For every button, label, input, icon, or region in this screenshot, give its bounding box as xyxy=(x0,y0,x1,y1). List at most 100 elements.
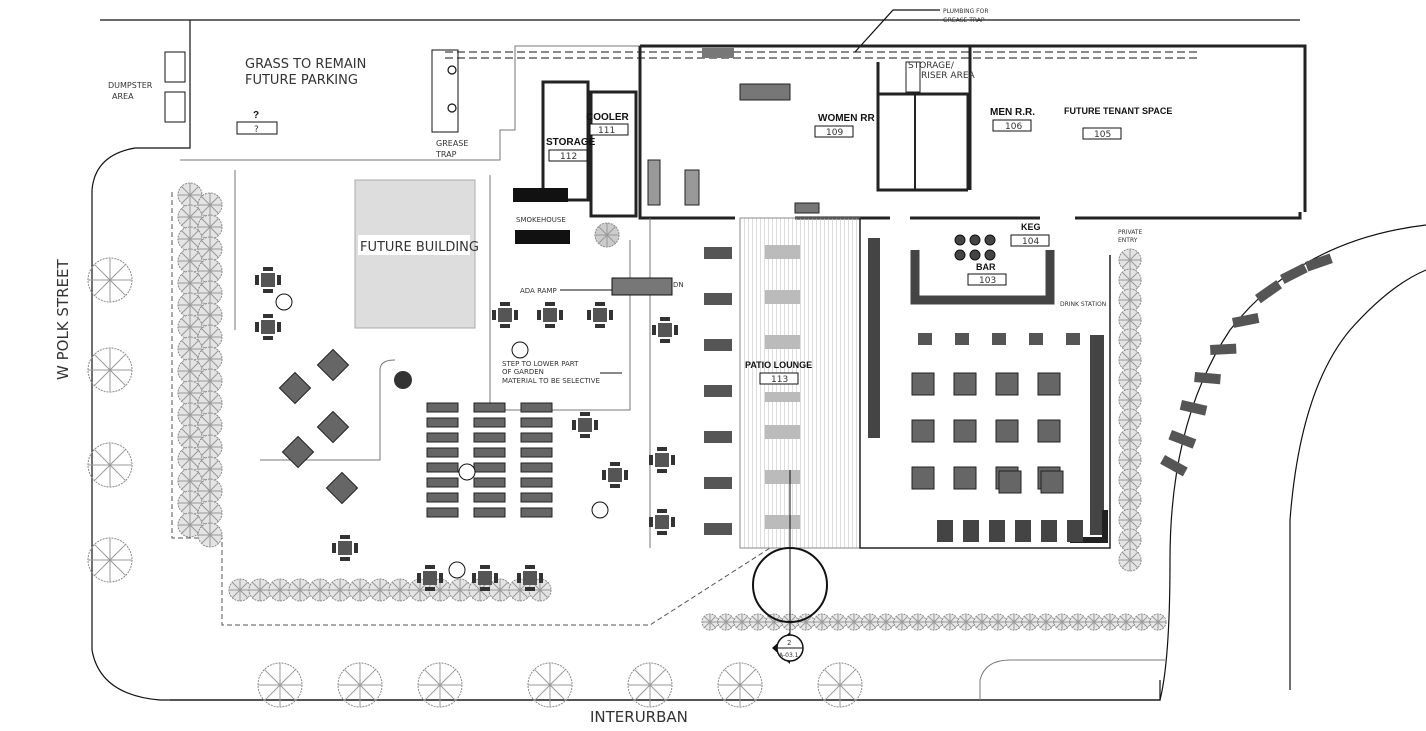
tree-icon xyxy=(861,613,879,631)
tree-icon xyxy=(177,424,203,450)
chair xyxy=(537,310,541,320)
tree-icon xyxy=(1118,368,1142,392)
tree-branch xyxy=(869,621,877,629)
tree-branch xyxy=(189,340,199,350)
tree-branch xyxy=(181,274,191,284)
plumbing-note: PLUMBING FOR xyxy=(943,8,989,15)
dining-set xyxy=(332,535,358,561)
tree-branch xyxy=(831,615,839,623)
chair xyxy=(657,447,667,451)
tree-branch xyxy=(1151,615,1159,623)
tree-branch xyxy=(824,669,841,686)
tree-icon xyxy=(488,578,512,602)
tree-branch xyxy=(181,326,191,336)
tree-icon xyxy=(197,478,223,504)
tree-branch xyxy=(1121,499,1131,509)
tree-branch xyxy=(439,684,456,701)
booth-seat xyxy=(1041,520,1057,542)
chair xyxy=(649,455,653,465)
tree-branch xyxy=(1039,621,1047,629)
tree-branch xyxy=(853,621,861,629)
tree-branch xyxy=(1129,271,1139,281)
tree-branch xyxy=(201,490,211,500)
tree-icon xyxy=(1101,613,1119,631)
tree-branch xyxy=(181,502,191,512)
tree-branch xyxy=(411,581,421,591)
chair xyxy=(277,322,281,332)
tree-branch xyxy=(933,621,941,629)
tree-branch xyxy=(949,615,957,623)
tree-branch xyxy=(863,615,871,623)
dining-set xyxy=(572,412,598,438)
lounge-sofa xyxy=(704,523,732,535)
section-sheet: A-03.1 xyxy=(779,652,799,659)
chair xyxy=(480,565,490,569)
table xyxy=(543,308,557,322)
tree-branch xyxy=(109,279,126,296)
chair xyxy=(500,302,510,306)
tree-icon xyxy=(1118,288,1142,312)
tree-icon xyxy=(1005,613,1023,631)
ada-ramp-label: ADA RAMP xyxy=(520,287,557,295)
tree-icon xyxy=(417,662,463,708)
tree-branch xyxy=(181,216,191,226)
tree-branch xyxy=(371,589,381,599)
square-table xyxy=(995,419,1019,443)
tree-branch xyxy=(1103,615,1111,623)
tree-branch xyxy=(351,589,361,599)
tree-icon xyxy=(87,347,133,393)
tree-icon xyxy=(197,236,223,262)
chair xyxy=(671,517,675,527)
chair xyxy=(263,336,273,340)
tree-branch xyxy=(1013,615,1021,623)
tree-branch xyxy=(1129,431,1139,441)
bench xyxy=(473,477,506,488)
tree-branch xyxy=(1121,411,1131,421)
tree-branch xyxy=(1129,299,1139,309)
bench xyxy=(473,447,506,458)
tree-branch xyxy=(491,581,501,591)
tree-branch xyxy=(181,252,191,262)
lounge-table xyxy=(765,515,800,529)
tree-branch xyxy=(209,372,219,382)
chair xyxy=(624,470,628,480)
lounge-table xyxy=(765,245,800,259)
tree-icon xyxy=(87,537,133,583)
storage-riser-label: STORAGE/ xyxy=(908,61,955,71)
square-table xyxy=(281,435,315,469)
square-table xyxy=(995,372,1019,396)
tree-branch xyxy=(598,226,608,236)
tree-icon xyxy=(813,613,831,631)
tree-icon xyxy=(1085,613,1103,631)
tree-branch xyxy=(291,581,301,591)
tree-branch xyxy=(424,684,441,701)
tree-branch xyxy=(231,581,241,591)
tree-branch xyxy=(189,348,199,358)
tree-icon xyxy=(845,613,863,631)
tree-branch xyxy=(1121,419,1131,429)
tree-branch xyxy=(451,589,461,599)
dining-set xyxy=(492,302,518,328)
chair xyxy=(425,565,435,569)
tree-branch xyxy=(1121,491,1131,501)
tree-branch xyxy=(279,581,289,591)
tree-branch xyxy=(1071,615,1079,623)
tree-icon xyxy=(1118,428,1142,452)
tree-branch xyxy=(1151,621,1159,629)
tree-branch xyxy=(94,354,111,371)
tree-branch xyxy=(189,326,199,336)
lounge-sofa xyxy=(704,477,732,489)
lounge-sofa xyxy=(704,293,732,305)
tree-icon xyxy=(749,613,767,631)
tree-branch xyxy=(419,589,429,599)
parking-stall xyxy=(1160,455,1188,477)
tree-icon xyxy=(1037,613,1055,631)
bench xyxy=(426,432,459,443)
bench xyxy=(426,447,459,458)
tree-icon xyxy=(197,258,223,284)
tree-branch xyxy=(1129,539,1139,549)
tree-branch xyxy=(181,428,191,438)
tree-branch xyxy=(181,524,191,534)
tree-branch xyxy=(251,581,261,591)
tree-branch xyxy=(719,621,727,629)
